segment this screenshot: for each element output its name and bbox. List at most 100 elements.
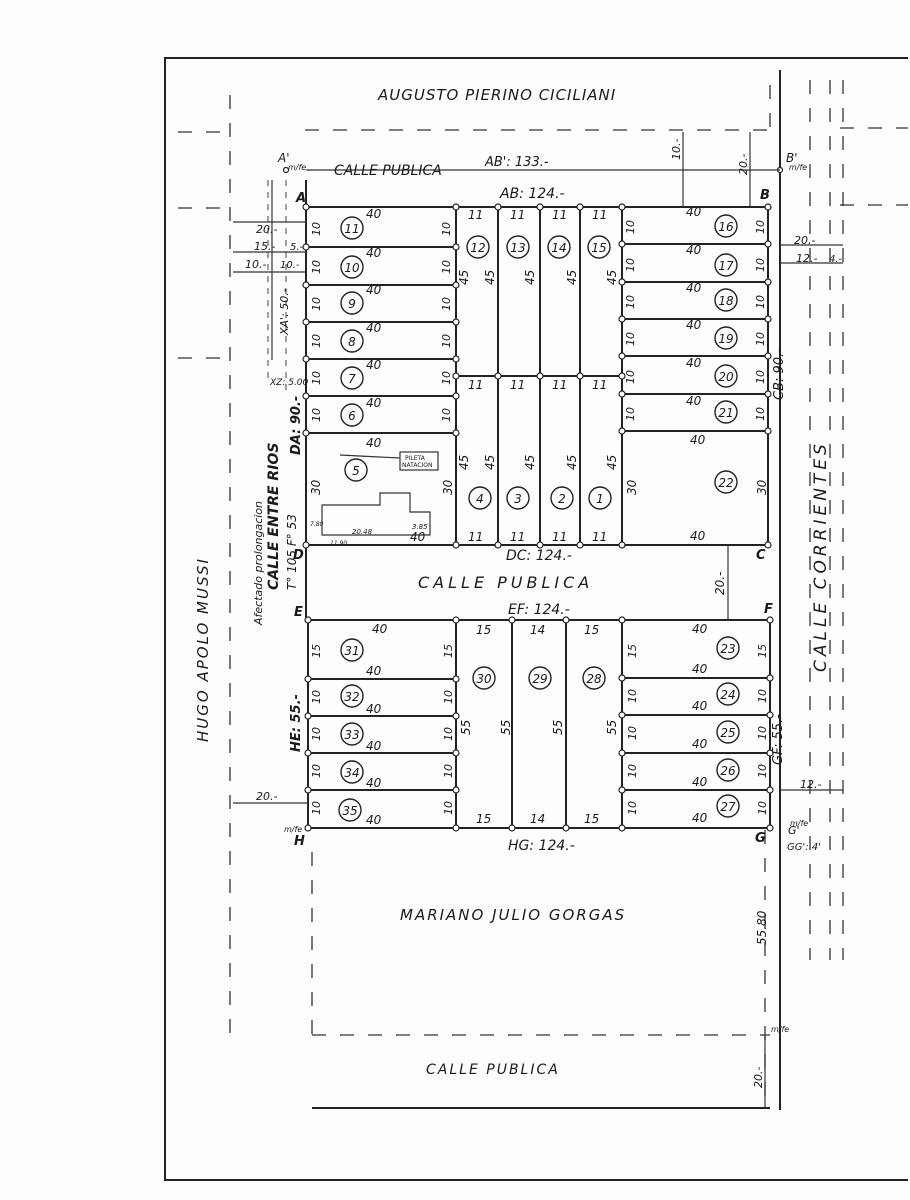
- measure-gg-prime: GG': 4': [787, 842, 821, 853]
- measure-gf: GF: 55.-: [771, 714, 786, 765]
- lot-11: 11: [344, 222, 359, 236]
- dim-11: 11: [592, 378, 607, 392]
- dim-15: 15: [310, 644, 323, 658]
- dim-40: 40: [366, 813, 382, 827]
- measure-street-e: 20.-: [794, 234, 815, 247]
- dim-10: 10: [310, 297, 323, 311]
- dim-45: 45: [605, 455, 619, 470]
- dim-40: 40: [690, 529, 706, 543]
- dim-40: 40: [686, 356, 702, 370]
- lot-28: 28: [586, 672, 602, 686]
- mfe-2: m/fe: [789, 163, 807, 172]
- dim-10: 10: [754, 220, 767, 234]
- dim-40: 40: [686, 281, 702, 295]
- pool-label-2: NATACION: [402, 462, 433, 469]
- measure-he: HE: 55.-: [289, 694, 304, 752]
- point-h: H: [294, 834, 305, 849]
- lot-19: 19: [718, 332, 733, 346]
- dim-40: 40: [686, 243, 702, 257]
- dim-40: 40: [692, 737, 708, 751]
- dim-40: 40: [366, 776, 382, 790]
- measure-xz: XZ: 5.00: [269, 378, 309, 388]
- point-g: G: [755, 831, 766, 846]
- dim-40: 40: [410, 530, 426, 544]
- dim-10: 10: [310, 727, 323, 741]
- dim-40: 40: [366, 283, 382, 297]
- lot-34: 34: [344, 766, 359, 780]
- lot-26: 26: [720, 764, 736, 778]
- dim-55: 55: [499, 720, 513, 735]
- dim-40: 40: [366, 246, 382, 260]
- dim-10: 10: [310, 690, 323, 704]
- dim-45: 45: [457, 270, 471, 285]
- dim-40: 40: [686, 318, 702, 332]
- lot5-buildings: [321, 451, 439, 536]
- west-note-1: Afectado prolongacion: [252, 501, 265, 626]
- dim-30: 30: [755, 479, 769, 495]
- lot-3: 3: [514, 492, 522, 506]
- lot-25: 25: [720, 726, 735, 740]
- lot-21: 21: [718, 406, 733, 420]
- dim-45: 45: [565, 455, 579, 470]
- lot-33: 33: [344, 728, 359, 742]
- dim-10: 10: [756, 689, 769, 703]
- dim-11: 11: [552, 378, 567, 392]
- dim-30: 30: [441, 479, 455, 495]
- dim-40: 40: [692, 622, 708, 636]
- measure-w10b: 10.-: [280, 260, 300, 271]
- dim-40: 40: [692, 775, 708, 789]
- dim-40: 40: [366, 664, 382, 678]
- dim-30: 30: [625, 479, 639, 495]
- dim-15: 15: [584, 623, 599, 637]
- street-middle: CALLE PUBLICA: [418, 573, 593, 592]
- dim-10: 10: [442, 690, 455, 704]
- dim-10: 10: [754, 258, 767, 272]
- measure-w10: 10.-: [245, 258, 266, 271]
- measure-ab: AB: 124.-: [499, 186, 565, 202]
- lot-23: 23: [720, 642, 735, 656]
- measure-w20: 20.-: [256, 223, 277, 236]
- dim-10: 10: [310, 334, 323, 348]
- dim-10: 10: [440, 408, 453, 422]
- lot-14: 14: [551, 241, 566, 255]
- dim-40: 40: [692, 699, 708, 713]
- dim-10: 10: [310, 408, 323, 422]
- street-north: CALLE PUBLICA: [334, 163, 442, 179]
- dim-10: 10: [624, 295, 637, 309]
- dim-15: 15: [756, 644, 769, 658]
- dim-15: 15: [626, 644, 639, 658]
- dim-30: 30: [309, 479, 323, 495]
- lot-24: 24: [720, 688, 735, 702]
- measure-w20-south: 20.-: [752, 1067, 765, 1088]
- dim-40: 40: [366, 739, 382, 753]
- dim-10: 10: [624, 407, 637, 421]
- neighbor-north: AUGUSTO PIERINO CICILIANI: [377, 86, 616, 104]
- dim-10: 10: [440, 260, 453, 274]
- dim-11: 11: [468, 378, 483, 392]
- dim-10: 10: [440, 371, 453, 385]
- dim-10: 10: [440, 334, 453, 348]
- dim-40: 40: [692, 811, 708, 825]
- dim-10: 10: [754, 332, 767, 346]
- dim-11: 11: [592, 530, 607, 544]
- lot-6: 6: [348, 409, 356, 423]
- lot-10: 10: [344, 261, 360, 275]
- lot-5: 5: [352, 464, 360, 478]
- mfe-4: m/fe: [790, 819, 808, 828]
- point-b: B: [760, 188, 770, 203]
- dim-40: 40: [692, 662, 708, 676]
- measure-xa: XA': 50.-: [278, 288, 291, 336]
- dim-45: 45: [565, 270, 579, 285]
- point-a-prime: A': [277, 151, 290, 165]
- pool-label-1: PILETA: [405, 455, 426, 462]
- dim-11: 11: [552, 208, 567, 222]
- dim-10: 10: [442, 801, 455, 815]
- lot-8: 8: [348, 335, 356, 349]
- measure-w20-top: 20.-: [737, 154, 750, 175]
- dim-10: 10: [626, 689, 639, 703]
- dim-15: 15: [442, 644, 455, 658]
- dim-14: 14: [530, 623, 545, 637]
- measure-w4: 4.-: [829, 254, 843, 265]
- lot-20: 20: [718, 370, 734, 384]
- dim-10: 10: [756, 764, 769, 778]
